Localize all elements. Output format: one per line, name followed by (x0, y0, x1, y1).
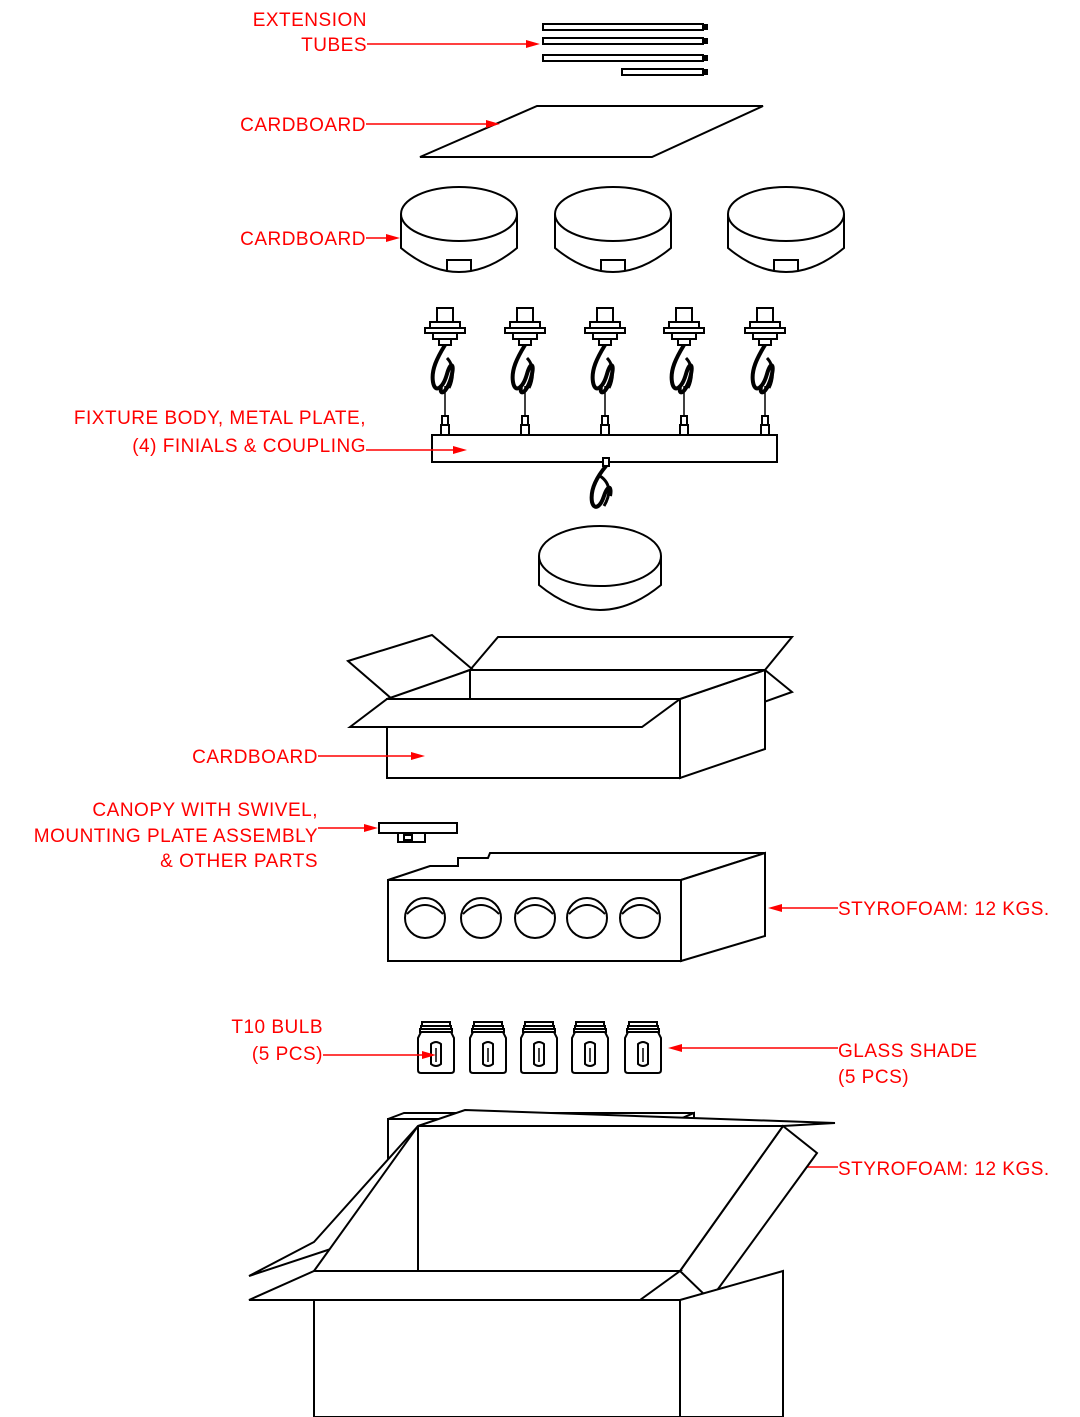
fixture-body-line1: FIXTURE BODY, METAL PLATE, (74, 408, 366, 429)
fixture-body-line2: (4) FINIALS & COUPLING (132, 436, 366, 457)
label-cardboard-caps: CARDBOARD (240, 229, 400, 250)
label-cardboard-sheet: CARDBOARD (240, 115, 500, 136)
styrofoam-lower-label: STYROFOAM: 12 KGS. (838, 1159, 1050, 1180)
bulb-line1: T10 BULB (231, 1017, 323, 1038)
label-bulb: T10 BULB (5 PCS) (231, 1017, 436, 1065)
cardboard-caps-label: CARDBOARD (240, 229, 366, 250)
label-cardboard-box: CARDBOARD (192, 747, 425, 768)
cardboard-sheet (419, 105, 764, 158)
cardboard-caps (400, 186, 845, 273)
label-canopy: CANOPY WITH SWIVEL, MOUNTING PLATE ASSEM… (34, 800, 378, 872)
canopy-line1: CANOPY WITH SWIVEL, (92, 800, 318, 821)
label-fixture-body: FIXTURE BODY, METAL PLATE, (4) FINIALS &… (74, 408, 467, 457)
glass-shade-line1: GLASS SHADE (838, 1041, 978, 1062)
label-extension-tubes: EXTENSION TUBES (253, 10, 540, 56)
extension-tubes (542, 23, 708, 76)
canopy-line3: & OTHER PARTS (160, 851, 318, 872)
styrofoam-holes (404, 897, 661, 939)
bulb-line2: (5 PCS) (252, 1044, 323, 1065)
label-glass-shade: GLASS SHADE (5 PCS) (668, 1041, 978, 1088)
extension-tubes-line2: TUBES (301, 35, 367, 56)
label-styrofoam-upper: STYROFOAM: 12 KGS. (768, 899, 1050, 920)
canopy (378, 822, 458, 843)
fixture-body (423, 306, 787, 509)
cardboard-sheet-label: CARDBOARD (240, 115, 366, 136)
glass-shade-line2: (5 PCS) (838, 1067, 909, 1088)
styrofoam-upper-label: STYROFOAM: 12 KGS. (838, 899, 1050, 920)
styrofoam-upper (387, 851, 766, 963)
cardboard-box-label: CARDBOARD (192, 747, 318, 768)
canopy-line2: MOUNTING PLATE ASSEMBLY (34, 826, 318, 847)
shipping-box (248, 1108, 836, 1417)
cardboard-box (345, 633, 795, 780)
cardboard-disc (538, 525, 662, 611)
extension-tubes-line1: EXTENSION (253, 10, 367, 31)
glass-shades (417, 1021, 662, 1074)
